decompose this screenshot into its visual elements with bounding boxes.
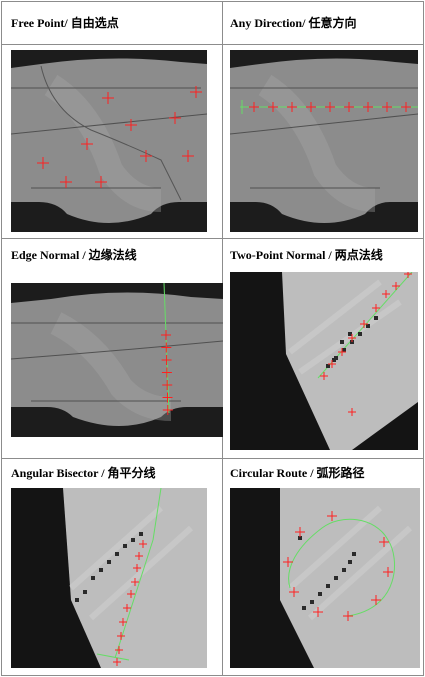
indent-dot xyxy=(334,576,338,580)
indent-dot xyxy=(318,592,322,596)
indent-dot xyxy=(326,364,330,368)
caption-any-direction: Any Direction/ 任意方向 xyxy=(230,16,357,30)
indent-dot xyxy=(326,584,330,588)
indent-dot xyxy=(107,560,111,564)
indent-dot xyxy=(115,552,119,556)
indent-dot xyxy=(99,568,103,572)
indent-dot xyxy=(332,358,336,362)
image-circular-route xyxy=(230,488,420,668)
indent-dot xyxy=(310,600,314,604)
indent-dot xyxy=(83,590,87,594)
indent-dot xyxy=(139,532,143,536)
image-any-direction xyxy=(230,50,418,232)
indent-dot xyxy=(91,576,95,580)
row-divider xyxy=(1,44,424,45)
indent-dot xyxy=(348,560,352,564)
indent-dot xyxy=(366,324,370,328)
caption-free-point: Free Point/ 自由选点 xyxy=(11,16,119,30)
indent-dot xyxy=(352,552,356,556)
indent-dot xyxy=(358,332,362,336)
caption-two-point-normal: Two-Point Normal / 两点法线 xyxy=(230,248,383,262)
caption-edge-normal: Edge Normal / 边缘法线 xyxy=(11,248,137,262)
indent-dot xyxy=(342,568,346,572)
caption-angular-bisector: Angular Bisector / 角平分线 xyxy=(11,466,156,480)
image-two-point-normal xyxy=(230,272,418,450)
row-divider xyxy=(1,238,424,239)
indent-dot xyxy=(348,332,352,336)
indent-dot xyxy=(123,544,127,548)
indent-dot xyxy=(298,536,302,540)
image-edge-normal xyxy=(11,283,223,437)
indent-dot xyxy=(75,598,79,602)
indent-dot xyxy=(302,606,306,610)
indent-dot xyxy=(342,348,346,352)
image-angular-bisector xyxy=(11,488,207,668)
indent-dot xyxy=(374,316,378,320)
indent-dot xyxy=(131,538,135,542)
row-divider xyxy=(1,458,424,459)
image-free-point xyxy=(11,50,207,232)
caption-circular-route: Circular Route / 弧形路径 xyxy=(230,466,365,480)
indent-dot xyxy=(340,340,344,344)
